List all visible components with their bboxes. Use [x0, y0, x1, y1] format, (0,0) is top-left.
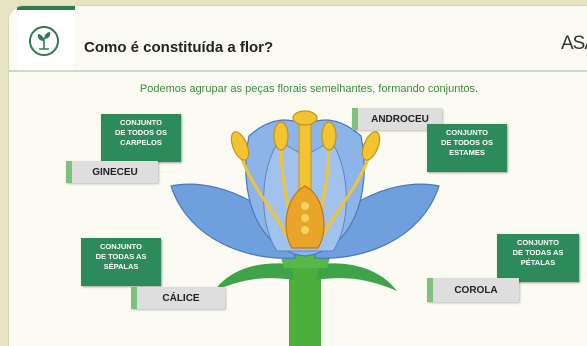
label-accent-bar [352, 108, 358, 130]
anther-3 [321, 121, 337, 151]
calice-desc-line: CONJUNTO [100, 242, 142, 251]
androceu-desc-line: DE TODOS OS [441, 138, 493, 147]
androceu-desc-line: ESTAMES [449, 148, 485, 157]
gineceu-label-text: GINECEU [92, 166, 138, 178]
corola-description: CONJUNTO DE TODAS AS PÉTALAS [497, 234, 579, 282]
flower-illustration [170, 110, 440, 346]
gineceu-label: GINECEU [66, 161, 158, 183]
calice-description: CONJUNTO DE TODAS AS SÉPALAS [81, 238, 161, 286]
seedling-logo-icon [29, 26, 59, 56]
calice-label: CÁLICE [131, 287, 225, 309]
sepal-left [214, 263, 294, 291]
logo-tab [17, 6, 75, 70]
corola-desc-line: PÉTALAS [520, 258, 556, 267]
ovule-3 [301, 226, 309, 234]
ovule-1 [301, 202, 309, 210]
subtitle: Podemos agrupar as peças florais semelha… [139, 83, 479, 95]
corola-label: COROLA [427, 278, 519, 302]
corola-desc-line: DE TODAS AS [512, 248, 564, 257]
brand-logo: ASA [561, 33, 587, 54]
filament-1 [239, 155, 293, 243]
gineceu-desc-line: DE TODOS OS [115, 128, 167, 137]
gineceu-desc-line: CONJUNTO [120, 118, 162, 127]
corola-label-text: COROLA [454, 284, 498, 296]
androceu-description: CONJUNTO DE TODOS OS ESTAMES [427, 124, 507, 172]
anther-4 [361, 131, 381, 161]
anther-2 [273, 121, 289, 151]
calice-desc-line: DE TODAS AS [95, 252, 147, 261]
slide: Como é constituída a flor? ASA Podemos a… [9, 6, 587, 346]
gineceu-description: CONJUNTO DE TODOS OS CARPELOS [101, 114, 181, 162]
corola-desc-line: CONJUNTO [517, 238, 559, 247]
header-divider [9, 70, 587, 72]
page-title: Como é constituída a flor? [84, 39, 274, 56]
stigma [292, 110, 318, 126]
filament-4 [317, 155, 371, 243]
label-accent-bar [427, 278, 433, 302]
androceu-label: ANDROCEU [352, 108, 442, 130]
header: Como é constituída a flor? ASA [9, 6, 587, 76]
style [298, 123, 312, 192]
androceu-label-text: ANDROCEU [371, 113, 429, 125]
stem [289, 256, 321, 346]
label-accent-bar [66, 161, 72, 183]
label-accent-bar [131, 287, 137, 309]
gineceu-desc-line: CARPELOS [120, 138, 162, 147]
ovule-2 [301, 214, 309, 222]
calice-desc-line: SÉPALAS [103, 262, 139, 271]
anther-1 [230, 131, 250, 161]
sepal-right [316, 263, 397, 291]
androceu-desc-line: CONJUNTO [446, 128, 488, 137]
calice-label-text: CÁLICE [162, 292, 200, 304]
